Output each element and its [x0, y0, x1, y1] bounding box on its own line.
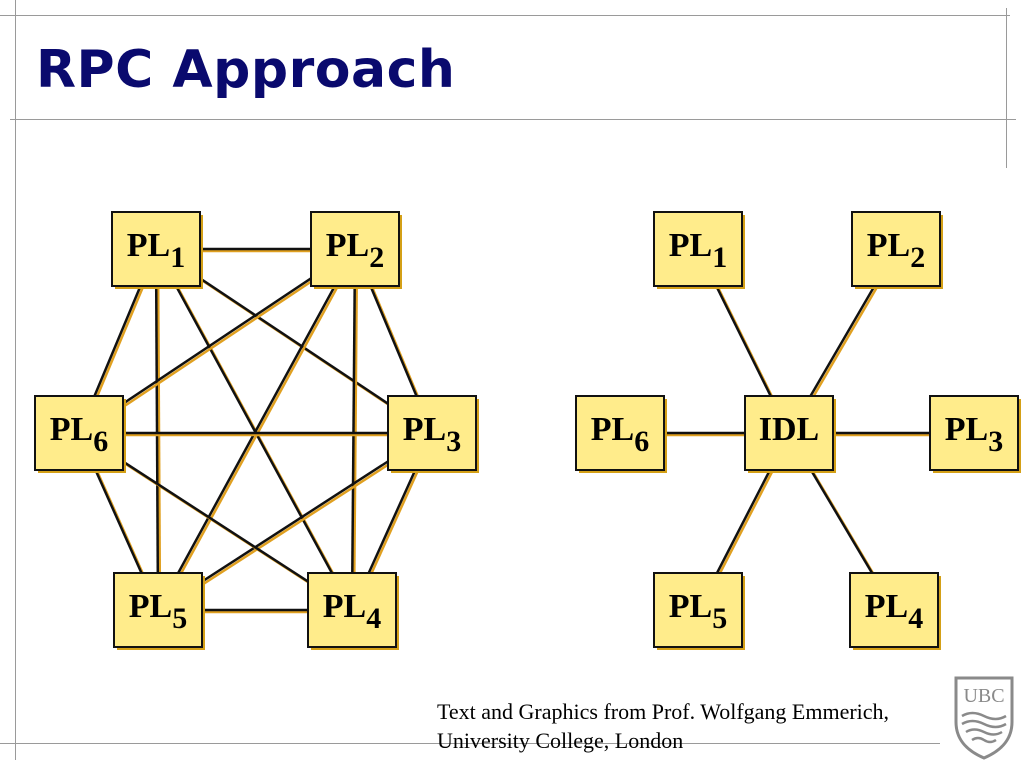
- mesh-diagram-edges: [77, 247, 436, 614]
- credit-line-1: Text and Graphics from Prof. Wolfgang Em…: [437, 699, 890, 724]
- star-node-pl2-box: [851, 211, 941, 287]
- star-node-pl5-label: PL5: [669, 588, 727, 635]
- star-node-idl-box: [744, 395, 834, 471]
- star-node-pl2: PL2: [851, 211, 943, 289]
- mesh-node-pl1-box: [111, 211, 201, 287]
- mesh-edge-pl2-pl5-shadow: [158, 250, 359, 613]
- star-node-pl6-box: [575, 395, 665, 471]
- mesh-node-pl5-box: [113, 572, 203, 648]
- mesh-node-pl4: PL4: [307, 572, 399, 650]
- ubc-crest-logo: UBC: [954, 676, 1014, 760]
- top-rule: [0, 15, 1010, 16]
- star-node-idl: IDL: [744, 395, 836, 473]
- logo-text: UBC: [963, 685, 1004, 707]
- mesh-node-pl6-label: PL6: [50, 411, 108, 458]
- mesh-node-pl3-label: PL3: [403, 411, 461, 458]
- star-node-pl4: PL4: [849, 572, 941, 650]
- mesh-edge-pl1-pl5-shadow: [156, 250, 162, 613]
- star-node-pl1-label: PL1: [669, 227, 727, 274]
- mesh-edge-pl1-pl4: [154, 248, 354, 611]
- mesh-edge-pl1-pl5: [154, 248, 160, 611]
- star-node-pl3: PL3: [929, 395, 1021, 473]
- mesh-node-pl2-label: PL2: [326, 227, 384, 274]
- credit-text: Text and Graphics from Prof. Wolfgang Em…: [437, 697, 889, 755]
- mesh-node-pl3-box: [387, 395, 477, 471]
- mesh-node-pl3: PL3: [387, 395, 479, 473]
- mesh-node-pl2-box: [310, 211, 400, 287]
- mesh-node-pl4-box: [307, 572, 397, 648]
- title-rule: [10, 119, 1016, 120]
- bottom-rule: [0, 743, 940, 744]
- star-node-pl5: PL5: [653, 572, 745, 650]
- left-rule: [15, 0, 16, 760]
- mesh-node-pl5: PL5: [113, 572, 205, 650]
- mesh-edge-pl2-pl5: [156, 248, 357, 611]
- mesh-node-pl6-box: [34, 395, 124, 471]
- star-node-pl5-box: [653, 572, 743, 648]
- star-node-pl1-box: [653, 211, 743, 287]
- star-node-pl6-label: PL6: [591, 411, 649, 458]
- star-node-pl2-label: PL2: [867, 227, 925, 274]
- star-node-idl-label: IDL: [759, 411, 819, 448]
- star-node-pl1: PL1: [653, 211, 745, 289]
- mesh-node-pl5-label: PL5: [129, 588, 187, 635]
- star-node-pl4-label: PL4: [865, 588, 923, 635]
- credit-line-2: University College, London: [437, 728, 684, 753]
- mesh-node-pl2: PL2: [310, 211, 402, 289]
- mesh-node-pl1: PL1: [111, 211, 203, 289]
- mesh-node-pl4-label: PL4: [323, 588, 381, 635]
- mesh-node-pl6: PL6: [34, 395, 126, 473]
- mesh-edge-pl2-pl4-shadow: [352, 250, 359, 613]
- mesh-node-pl1-label: PL1: [127, 227, 185, 274]
- slide-title: RPC Approach: [36, 40, 456, 100]
- star-node-pl3-box: [929, 395, 1019, 471]
- star-node-pl3-label: PL3: [945, 411, 1003, 458]
- star-node-pl4-box: [849, 572, 939, 648]
- right-rule: [1006, 8, 1007, 168]
- mesh-edge-pl2-pl4: [350, 248, 357, 611]
- star-node-pl6: PL6: [575, 395, 667, 473]
